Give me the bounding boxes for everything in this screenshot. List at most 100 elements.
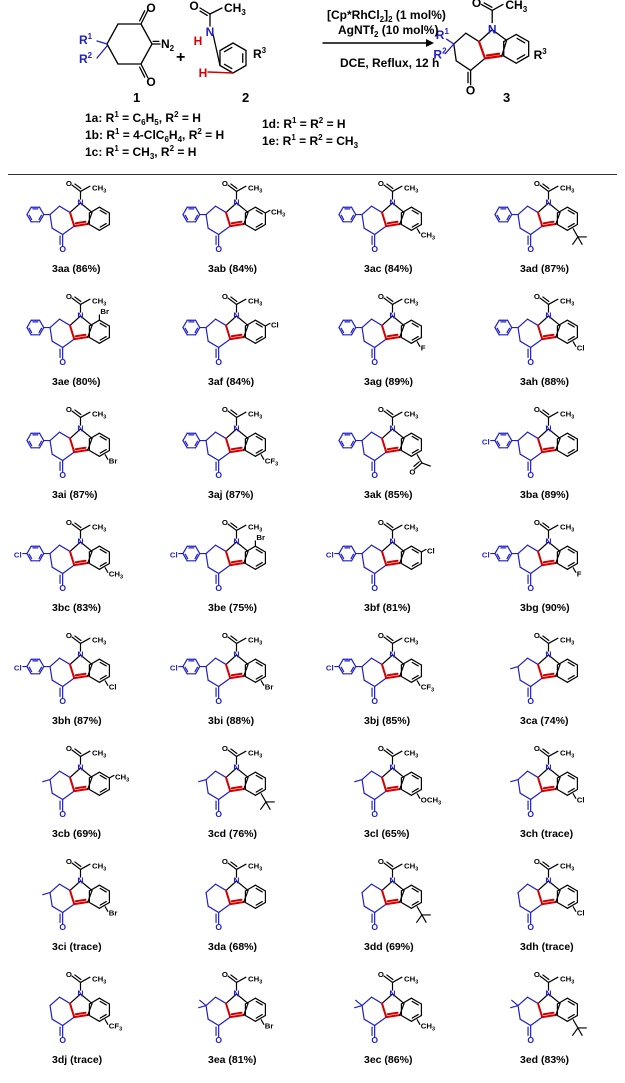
new-bond — [537, 889, 544, 906]
methyl-bond — [42, 778, 51, 783]
ring-bond — [363, 566, 376, 575]
benzo-bond — [255, 1013, 263, 1019]
ring-bond — [207, 905, 220, 914]
carbonyl-oxygen: O — [59, 922, 66, 932]
acetyl-oxygen: O — [378, 631, 384, 640]
benzo-bond — [567, 548, 575, 554]
acetyl-methyl-bond — [209, 7, 223, 15]
benzo-bond — [567, 448, 575, 454]
benzo-bond — [556, 675, 569, 683]
nitrogen-atom: N — [77, 989, 83, 999]
ring-bond — [235, 767, 249, 779]
substituent-label: Cl — [577, 795, 585, 804]
nitrogen-atom: N — [545, 198, 551, 208]
ring-bond — [338, 213, 344, 223]
ring-bond — [49, 657, 61, 668]
ring-bond — [218, 1016, 231, 1027]
ring-bond — [51, 679, 64, 688]
ring-bond — [350, 440, 355, 447]
ring-bond — [519, 792, 532, 801]
ring-bond — [374, 1016, 387, 1027]
acetyl-oxygen: O — [534, 970, 540, 979]
substituent-bond — [416, 341, 421, 347]
ring-bond — [214, 431, 227, 440]
new-bond — [225, 776, 232, 793]
ring-bond — [194, 552, 201, 562]
acetyl-carbonyl — [539, 749, 550, 758]
benzo-bond — [410, 545, 423, 553]
benzo-bond — [411, 900, 419, 906]
acetyl-methyl: CH3 — [560, 409, 574, 420]
carbonyl-oxygen: O — [371, 357, 378, 367]
acetyl-methyl-bond — [235, 185, 247, 193]
benzo-bond — [566, 319, 579, 327]
ring-bond — [506, 206, 513, 216]
benzo-bond — [400, 545, 413, 553]
benzo-bond — [400, 223, 413, 231]
ring-bond — [338, 658, 344, 668]
benzo-bond — [88, 336, 101, 344]
acetyl-carbonyl — [71, 410, 82, 419]
benzo-bond — [411, 548, 419, 554]
benzo-bond — [411, 661, 419, 667]
new-bond — [69, 776, 76, 793]
carbonyl-oxygen: O — [371, 1035, 378, 1045]
carbonyl-oxygen: O — [146, 1, 155, 15]
ring-bond — [350, 432, 357, 442]
ring-bond — [235, 428, 249, 440]
ring-bond — [58, 205, 71, 214]
ring-bond — [361, 552, 365, 568]
benzo-bond — [400, 449, 413, 457]
benzo-bond — [244, 206, 257, 214]
benzo-bond — [88, 545, 101, 553]
nitrogen-atom: N — [77, 311, 83, 321]
benzo-bond — [99, 1000, 107, 1006]
new-bond — [542, 898, 555, 903]
ring-bond — [69, 767, 82, 779]
substrate-1d: 1d: R1 = R2 = H — [262, 116, 346, 131]
ring-bond — [218, 790, 231, 801]
ring-bond — [205, 665, 209, 681]
ring-bond — [49, 1004, 53, 1020]
benzo-bond — [410, 562, 423, 570]
new-bond — [541, 1014, 557, 1019]
ring-bond — [517, 996, 529, 1007]
acetyl-carbonyl — [227, 297, 238, 306]
benzo-bond — [567, 322, 575, 328]
ring-bond — [374, 225, 387, 236]
ring-bond — [205, 318, 217, 329]
carbonyl-oxygen: O — [215, 809, 222, 819]
ring-bond — [517, 883, 529, 894]
benzo-bond — [566, 997, 579, 1005]
ring-bond — [214, 770, 227, 779]
ring-bond — [537, 880, 550, 892]
compound-label: 3ai (87%) — [52, 489, 98, 501]
acetyl-carbonyl — [227, 636, 238, 645]
nitrogen-atom: N — [206, 25, 215, 39]
acetyl-methyl-bond — [391, 411, 403, 419]
ring-bond — [235, 993, 249, 1005]
carbonyl-oxygen: O — [371, 583, 378, 593]
ring-bond — [26, 206, 32, 216]
carbonyl-oxygen: O — [527, 809, 534, 819]
compound-label: 3ca (74%) — [520, 715, 569, 727]
ring-bond — [506, 213, 513, 223]
new-bond — [69, 437, 76, 454]
ring-bond — [381, 767, 394, 779]
ring-bond — [205, 770, 217, 781]
compound-label: 3cl (65%) — [364, 828, 410, 840]
ring-bond — [194, 213, 201, 223]
acetyl-methyl-bond — [547, 411, 559, 419]
ring-bond — [391, 428, 405, 440]
ring-bond — [363, 679, 376, 688]
acetyl-carbonyl — [483, 2, 493, 8]
acetyl-methyl: CH3 — [505, 0, 527, 14]
substituent-bond — [104, 680, 109, 686]
acetyl-oxygen: O — [378, 857, 384, 866]
